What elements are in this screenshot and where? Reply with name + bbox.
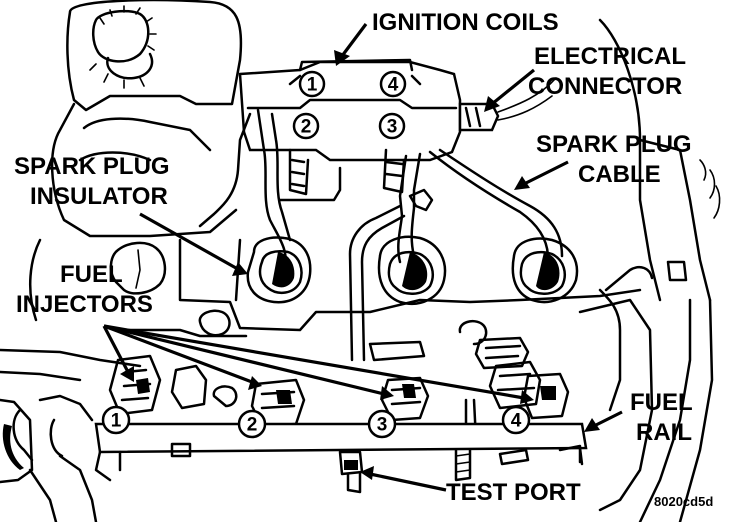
test-port-fitting <box>338 450 364 494</box>
label-fuel-injectors-line2: INJECTORS <box>16 291 153 318</box>
diagram-labels: IGNITION COILS ELECTRICAL CONNECTOR SPAR… <box>14 9 713 509</box>
injector-number-markers: 1 2 3 4 <box>101 405 531 439</box>
label-electrical-connector-line2: CONNECTOR <box>528 73 682 100</box>
svg-text:3: 3 <box>387 117 398 138</box>
injector-marker-2: 2 <box>237 409 267 439</box>
coil-marker-2: 2 <box>292 112 320 140</box>
label-ignition-coils: IGNITION COILS <box>372 9 559 36</box>
svg-text:2: 2 <box>301 117 312 138</box>
label-spark-plug-insulator-line1: SPARK PLUG <box>14 153 170 180</box>
injector-marker-3: 3 <box>367 409 397 439</box>
svg-text:4: 4 <box>511 411 522 432</box>
svg-text:3: 3 <box>377 415 388 436</box>
svg-text:4: 4 <box>388 75 399 96</box>
label-fuel-injectors-line1: FUEL <box>60 261 123 288</box>
svg-text:1: 1 <box>307 75 318 96</box>
figure-code: 8020cd5d <box>654 494 713 509</box>
fuel-rail-bar <box>94 422 588 482</box>
coil-number-markers: 1 2 3 4 <box>292 70 407 140</box>
injector-marker-1: 1 <box>101 405 131 435</box>
label-spark-plug-cable-line2: CABLE <box>578 161 661 188</box>
label-fuel-rail-line1: FUEL <box>630 389 693 416</box>
svg-text:2: 2 <box>247 415 258 436</box>
label-electrical-connector-line1: ELECTRICAL <box>534 43 686 70</box>
label-spark-plug-cable-line1: SPARK PLUG <box>536 131 692 158</box>
injector-marker-4: 4 <box>501 405 531 435</box>
callout-arrows <box>102 23 623 492</box>
coil-pack <box>198 58 557 270</box>
label-fuel-rail-line2: RAIL <box>636 419 692 446</box>
coil-marker-3: 3 <box>378 112 406 140</box>
coil-marker-4: 4 <box>379 70 407 98</box>
reservoir-cap <box>66 0 243 112</box>
svg-text:1: 1 <box>111 411 122 432</box>
coil-marker-1: 1 <box>298 70 326 98</box>
label-spark-plug-insulator-line2: INSULATOR <box>30 183 168 210</box>
label-test-port: TEST PORT <box>446 479 581 506</box>
spark-plug-wells <box>246 235 579 305</box>
